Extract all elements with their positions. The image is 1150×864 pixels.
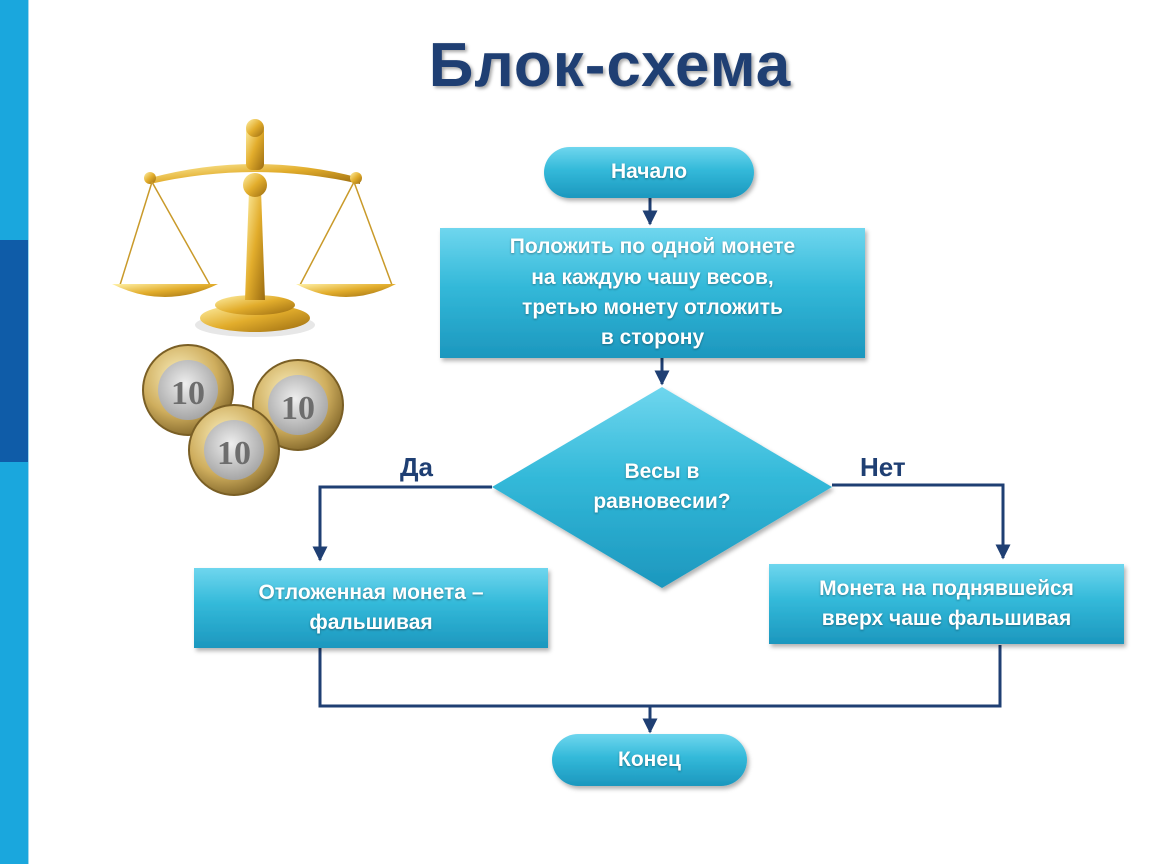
yes-branch-label: Да [400,452,433,482]
page-title: Блок-схема [428,31,792,100]
arrow-yes-branch [312,485,492,562]
yes-result-box [194,568,548,648]
coin-icon: 10 [252,359,344,451]
merge-line [318,645,1002,708]
coin-icon: 10 [188,404,280,496]
decision-diamond [492,387,832,588]
side-accent-line [28,0,29,864]
no-branch-label: Нет [860,452,906,482]
side-accent-bar [0,0,28,864]
connectors [312,198,1011,734]
svg-text:10: 10 [171,375,205,412]
svg-text:10: 10 [281,390,315,427]
start-terminator [544,147,754,198]
process-step-box [440,228,865,358]
side-accent-band [0,240,28,462]
svg-text:10: 10 [217,435,251,472]
no-result-box [769,564,1124,644]
arrow-no-branch [832,483,1011,560]
balance-scale-icon [112,119,396,337]
end-terminator [552,734,747,786]
